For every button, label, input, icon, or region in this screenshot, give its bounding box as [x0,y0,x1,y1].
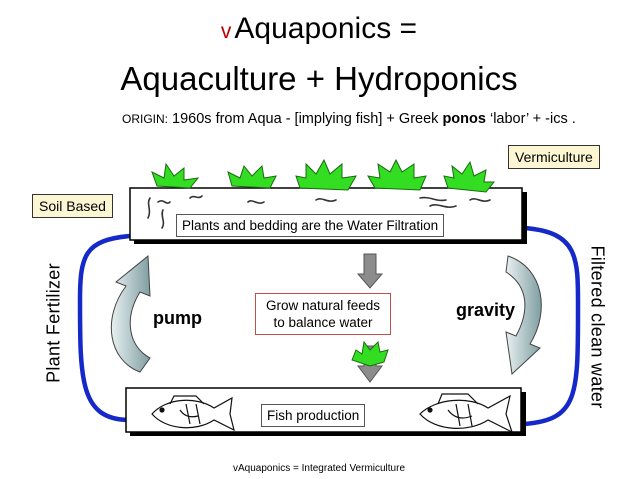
worm-squiggle-icon [147,195,491,229]
soil-based-label: Soil Based [32,194,113,218]
title-text-line1: Aquaponics = [234,12,418,45]
gravity-label: gravity [456,300,516,320]
down-arrow-icon [356,253,384,289]
spiky-plant-icon [151,158,496,193]
origin-label: ORIGIN: [122,112,169,126]
left-loop-line [77,233,131,423]
natural-feeds-line1: Grow natural feeds [265,298,381,313]
fish-icon-right [419,393,514,434]
title-bullet: v [220,20,232,43]
filtered-water-label: Filtered clean water [587,245,608,409]
pump-label: pump [153,308,202,328]
right-loop-line [523,225,581,427]
origin-text-after: ‘labor’ + -ics . [485,111,576,127]
fish-production-label: Fish production [261,404,366,427]
water-filtration-label: Plants and bedding are the Water Filtrat… [176,214,445,237]
natural-feeds-label: Grow natural feeds to balance water [255,293,391,335]
curved-down-arrow-icon [505,255,542,376]
origin-bold-word: ponos [442,111,486,127]
vermiculture-label: Vermiculture [508,145,600,169]
page-title-line2: Aquaculture + Hydroponics [120,60,518,97]
curved-up-arrow-icon [110,254,151,373]
plant-fertilizer-label: Plant Fertilizer [43,263,64,383]
origin-text-before: 1960s from Aqua - [implying fish] + Gree… [168,111,443,127]
footer-note: vAquaponics = Integrated Vermiculture [232,463,406,474]
natural-feeds-line2: to balance water [273,315,373,330]
fish-icon [151,395,235,432]
origin-text: ORIGIN: 1960s from Aqua - [implying fish… [122,111,576,127]
small-plant-icon [351,340,389,367]
